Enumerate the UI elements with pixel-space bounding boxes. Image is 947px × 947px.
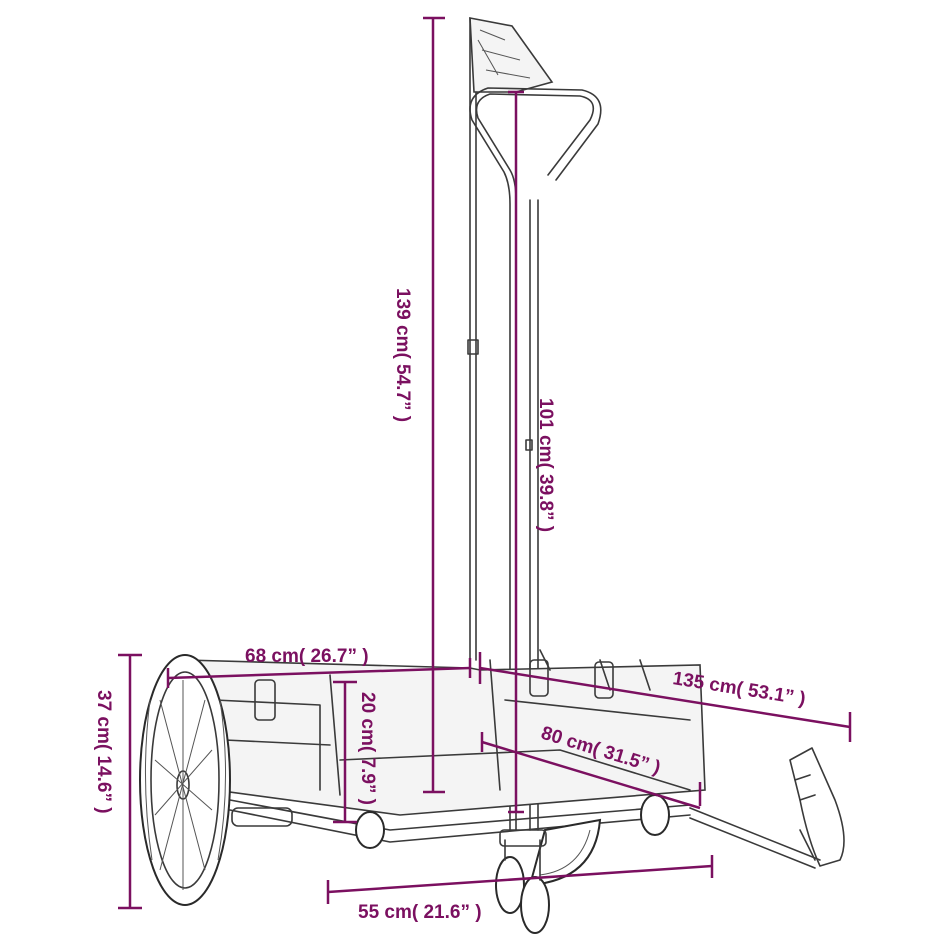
- bed-width-label: 55 cm( 21.6” ): [358, 902, 482, 923]
- flag-pole: [467, 17, 479, 661]
- width-label: 68 cm( 26.7” ): [245, 646, 369, 667]
- wheel-height-label: 37 cm( 14.6” ): [93, 690, 114, 814]
- wall-height-label: 20 cm( 7.9” ): [357, 692, 378, 805]
- total-height-dimension: 139 cm( 54.7” ): [392, 16, 445, 794]
- handle-height-dimension: 101 cm( 39.8” ): [508, 90, 556, 814]
- cargo-tub: [183, 649, 706, 816]
- total-height-label: 139 cm( 54.7” ): [392, 288, 413, 422]
- handle-height-label: 101 cm( 39.8” ): [535, 398, 556, 532]
- right-wheel: [528, 818, 602, 887]
- width-dimension: 68 cm( 26.7” ): [166, 646, 472, 688]
- bike-trailer-drawing: [139, 17, 845, 934]
- bed-width-dimension: 55 cm( 21.6” ): [326, 855, 714, 923]
- small-wheels: [355, 794, 670, 934]
- tow-bar: [689, 747, 845, 869]
- safety-flag: [469, 17, 554, 93]
- wall-height-dimension: 20 cm( 7.9” ): [333, 680, 378, 824]
- wheel-height-dimension: 37 cm( 14.6” ): [93, 653, 142, 910]
- left-wheel: [139, 654, 231, 906]
